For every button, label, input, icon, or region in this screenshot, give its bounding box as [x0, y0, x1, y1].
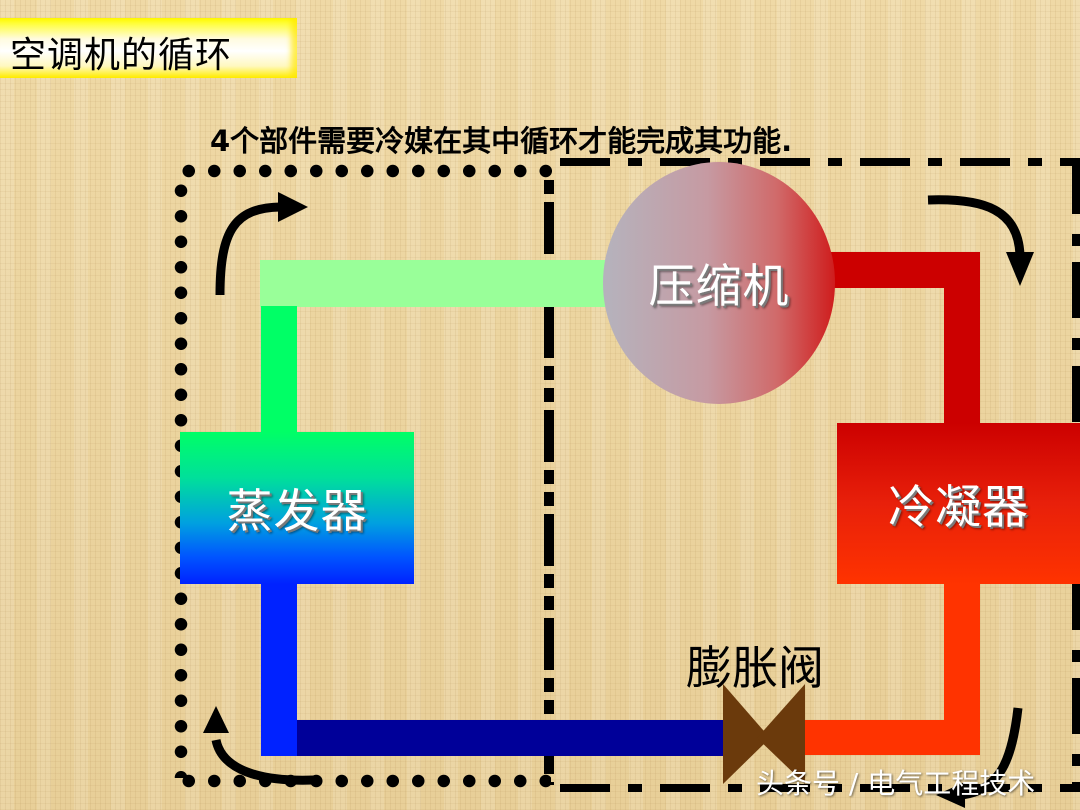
compressor-label: 压缩机 — [648, 259, 790, 313]
evaporator: 蒸发器 — [180, 432, 414, 584]
compressor: 压缩机 — [603, 162, 835, 404]
evaporator-label: 蒸发器 — [226, 484, 368, 538]
indoor-border-top — [176, 164, 556, 178]
expansion-valve-icon — [723, 684, 805, 784]
flow-arrow-left-up-icon — [203, 706, 315, 785]
condenser-label: 冷凝器 — [888, 479, 1029, 534]
condenser: 冷凝器 — [837, 423, 1080, 584]
outdoor-border-top — [560, 158, 1080, 166]
liquid-line-pipe — [800, 720, 980, 755]
condenser-inlet-pipe — [944, 252, 980, 426]
evaporator-outlet-pipe — [261, 306, 297, 434]
slide-title: 空调机的循环 — [10, 35, 233, 76]
watermark: 头条号 / 电气工程技术 — [756, 767, 1036, 800]
title-banner — [0, 18, 297, 78]
expansion-outlet-pipe — [297, 720, 727, 756]
outdoor-border-bottom — [560, 784, 1080, 792]
flow-arrow-up-right-icon — [215, 192, 308, 296]
suction-pipe — [260, 260, 620, 307]
flow-arrow-down-left-icon — [936, 707, 1023, 808]
evaporator-inlet-pipe — [261, 582, 297, 756]
unit-divider — [544, 180, 554, 785]
expansion-valve-label: 膨胀阀 — [686, 641, 824, 695]
flow-arrow-right-down-icon — [927, 195, 1034, 286]
slide-subtitle: 4个部件需要冷媒在其中循环才能完成其功能. — [210, 124, 793, 158]
